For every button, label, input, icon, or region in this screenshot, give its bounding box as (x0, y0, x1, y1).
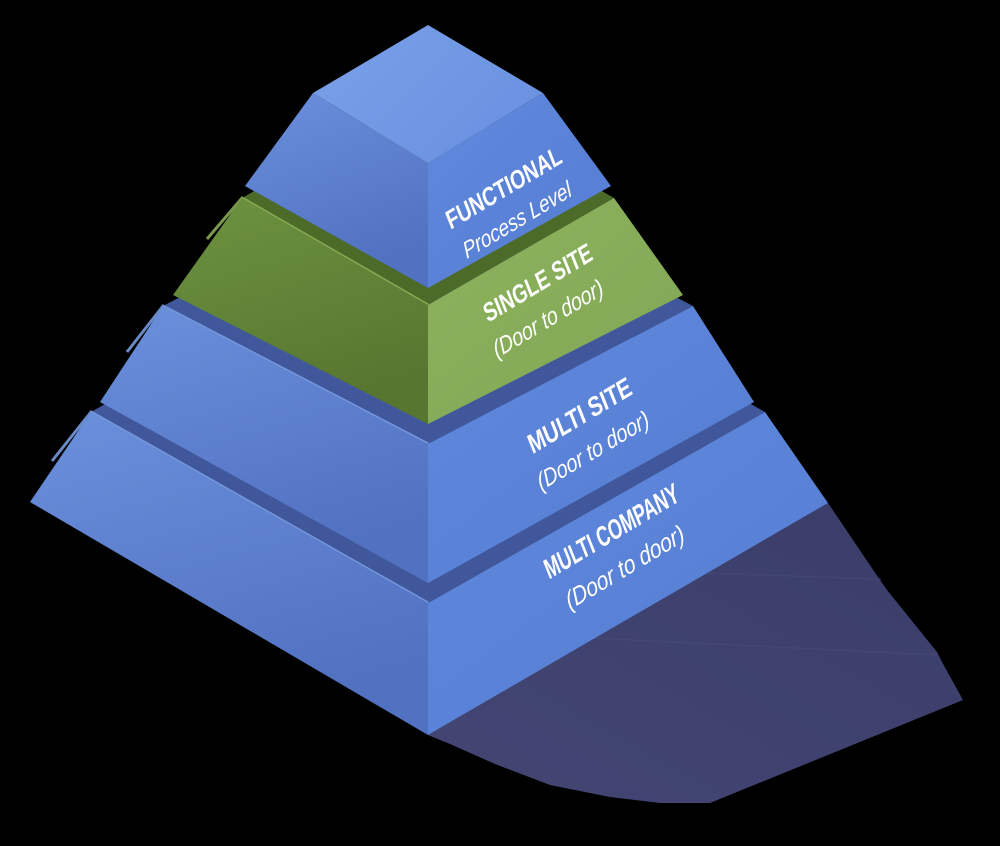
level-4-right-face (428, 412, 828, 735)
pyramid-level-1 (245, 25, 611, 288)
level-1-top-face (313, 25, 543, 163)
level-1-right-face (428, 93, 611, 288)
level-4-left-face (30, 412, 428, 735)
cast-shadow-group (428, 503, 963, 803)
level-2-left-face (173, 198, 428, 424)
shadow-step-line (591, 637, 939, 656)
shadow-step-line (703, 572, 882, 580)
level-3-left-face (100, 306, 428, 583)
level-2-right-face (428, 198, 683, 424)
level-3-right-face (428, 306, 754, 583)
cast-shadow (428, 503, 963, 803)
level-1-left-face (245, 93, 428, 288)
